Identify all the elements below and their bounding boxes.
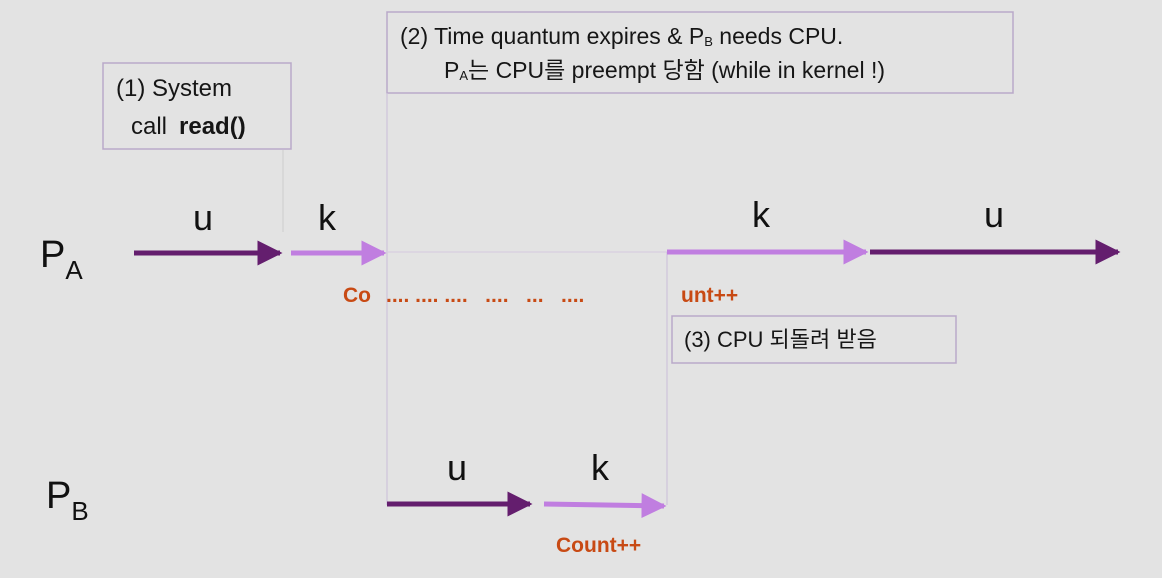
syscall-callout-line1: (1) System <box>116 75 232 102</box>
preempt-line2-suffix: 는 CPU를 preempt 당함 (while in kernel !) <box>468 57 885 83</box>
syscall-callout-read: read() <box>179 113 246 140</box>
pb-user-label: u <box>447 447 467 488</box>
syscall-callout-box <box>102 62 292 150</box>
preempt-line2-prefix: P <box>444 57 459 83</box>
syscall-callout-call-word: call <box>131 113 167 140</box>
preempt-callout-line1: (2) Time quantum expires & PB needs CPU. <box>400 23 843 49</box>
pb-kernel-label: k <box>591 447 610 488</box>
pb-kernel-arrow <box>543 493 667 519</box>
preempt-callout-box <box>386 11 1014 94</box>
pa-counter-end: unt++ <box>681 284 738 307</box>
process-a-label: PA <box>40 234 83 285</box>
syscall-callout-line2: call read() <box>131 113 246 140</box>
process-b-label: PB <box>46 475 89 526</box>
preempt-line2-subscript: A <box>459 68 468 83</box>
pa-counter-start: Co <box>343 284 371 307</box>
preempt-callout-line2: PA는 CPU를 preempt 당함 (while in kernel !) <box>444 57 885 83</box>
process-b-subscript: B <box>71 496 88 526</box>
return-callout-box <box>671 315 957 364</box>
preempt-line1-suffix: needs CPU. <box>713 23 843 49</box>
process-a-letter: P <box>40 234 65 276</box>
preempt-line1-subscript: B <box>704 34 713 49</box>
process-b-letter: P <box>46 475 71 517</box>
pb-counter: Count++ <box>556 534 641 557</box>
preempt-line1-text: (2) Time quantum expires & P <box>400 23 704 49</box>
pa-kernel-label-1: k <box>318 197 337 238</box>
pa-kernel-label-2: k <box>752 194 771 235</box>
pa-counter-dots: .... .... .... .... ... .... <box>386 284 584 307</box>
pa-user-label-2: u <box>984 194 1004 235</box>
process-a-subscript: A <box>65 255 83 285</box>
pa-user-label-1: u <box>193 197 213 238</box>
return-callout-text: (3) CPU 되돌려 받음 <box>684 327 877 352</box>
